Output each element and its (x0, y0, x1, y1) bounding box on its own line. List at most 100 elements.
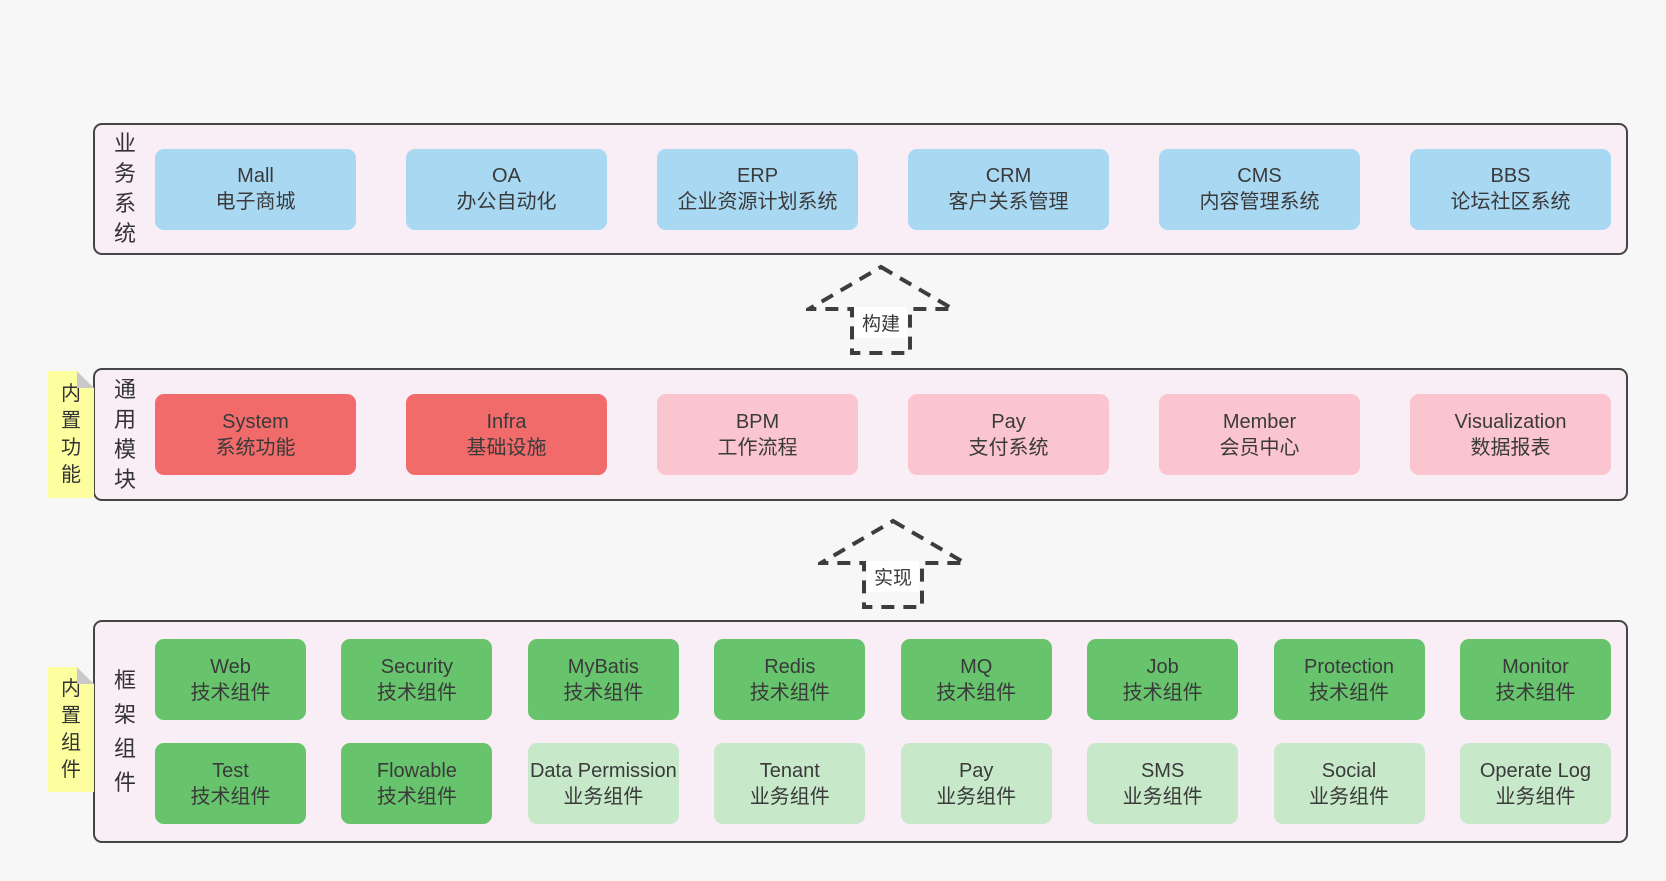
common-modules-label-column: 通用模块 (95, 370, 155, 499)
node-subtitle: 业务组件 (1495, 785, 1576, 808)
node-subtitle: 办公自动化 (456, 191, 557, 213)
node-subtitle: 电子商城 (215, 191, 296, 213)
node-title: Test (212, 759, 249, 782)
framework-components-row-2: Test 技术组件 Flowable 技术组件 Data Permission … (155, 743, 1611, 824)
framework-components-row-1: Web 技术组件 Security 技术组件 MyBatis 技术组件 Redi… (155, 639, 1611, 720)
node-title: Protection (1304, 655, 1395, 678)
diagram-node-mall: Mall 电子商城 (155, 148, 356, 230)
node-subtitle: 业务组件 (1309, 785, 1390, 808)
node-subtitle: 技术组件 (563, 681, 644, 704)
framework-components-label: 框架组件 (113, 667, 136, 795)
diagram-node-mq: MQ 技术组件 (900, 639, 1052, 720)
framework-components-grid: Web 技术组件 Security 技术组件 MyBatis 技术组件 Redi… (155, 622, 1626, 841)
node-subtitle: 业务组件 (1122, 785, 1203, 808)
diagram-node-security: Security 技术组件 (341, 639, 493, 720)
node-title: Job (1146, 655, 1179, 678)
node-title: Infra (486, 410, 527, 433)
node-title: BPM (735, 410, 780, 433)
build-arrow: 构建 (801, 264, 961, 356)
node-title: Redis (764, 655, 816, 678)
node-subtitle: 技术组件 (749, 681, 830, 704)
diagram-node-flowable: Flowable 技术组件 (341, 743, 493, 824)
diagram-node-bbs: BBS 论坛社区系统 (1410, 148, 1611, 230)
diagram-node-operate-log: Operate Log 业务组件 (1459, 743, 1611, 824)
diagram-node-visualization: Visualization 数据报表 (1410, 394, 1611, 475)
node-title: Pay (958, 759, 994, 782)
diagram-node-infra: Infra 基础设施 (406, 394, 607, 475)
diagram-node-data-permission: Data Permission 业务组件 (527, 743, 679, 824)
node-title: Security (380, 655, 454, 678)
node-title: MQ (960, 655, 993, 678)
node-subtitle: 技术组件 (1495, 681, 1576, 704)
diagram-node-erp: ERP 企业资源计划系统 (657, 148, 858, 230)
node-title: CMS (1237, 165, 1282, 187)
build-arrow-label: 构建 (854, 307, 908, 338)
node-title: Social (1321, 759, 1377, 782)
node-subtitle: 论坛社区系统 (1450, 191, 1571, 213)
diagram-node-pay-business: Pay 业务组件 (900, 743, 1052, 824)
common-modules-container: 通用模块 System 系统功能 Infra 基础设施 BPM 工作流程 Pay… (93, 368, 1628, 501)
node-subtitle: 技术组件 (190, 785, 271, 808)
node-subtitle: 工作流程 (717, 436, 798, 459)
node-title: System (222, 410, 289, 433)
diagram-node-tenant: Tenant 业务组件 (714, 743, 866, 824)
node-title: SMS (1140, 759, 1185, 782)
builtin-functions-note: 内置功能 (48, 371, 94, 498)
node-subtitle: 技术组件 (936, 681, 1017, 704)
framework-components-container: 框架组件 Web 技术组件 Security 技术组件 MyBatis 技术组件… (93, 620, 1628, 843)
node-title: Flowable (376, 759, 457, 782)
diagram-node-pay: Pay 支付系统 (908, 394, 1109, 475)
node-title: Monitor (1502, 655, 1569, 678)
diagram-node-sms: SMS 业务组件 (1087, 743, 1239, 824)
node-title: Operate Log (1479, 759, 1592, 782)
node-title: Visualization (1454, 410, 1567, 433)
builtin-functions-note-label: 内置功能 (61, 382, 81, 486)
node-title: Mall (237, 165, 274, 187)
node-subtitle: 技术组件 (376, 785, 457, 808)
up-arrow-icon (801, 264, 961, 355)
builtin-components-note: 内置组件 (48, 667, 94, 792)
implement-arrow: 实现 (813, 518, 973, 610)
node-subtitle: 业务组件 (749, 785, 830, 808)
node-subtitle: 技术组件 (190, 681, 271, 704)
diagram-node-bpm: BPM 工作流程 (657, 394, 858, 475)
diagram-node-redis: Redis 技术组件 (714, 639, 866, 720)
node-title: CRM (985, 165, 1032, 187)
node-title: Tenant (759, 759, 820, 782)
diagram-node-member: Member 会员中心 (1159, 394, 1360, 475)
diagram-node-protection: Protection 技术组件 (1273, 639, 1425, 720)
diagram-node-mybatis: MyBatis 技术组件 (527, 639, 679, 720)
node-title: OA (492, 165, 521, 187)
diagram-node-social: Social 业务组件 (1273, 743, 1425, 824)
node-subtitle: 客户关系管理 (948, 191, 1069, 213)
node-title: MyBatis (567, 655, 639, 678)
node-subtitle: 支付系统 (968, 436, 1049, 459)
node-title: Pay (991, 410, 1026, 433)
business-systems-container: 业务系统 Mall 电子商城 OA 办公自动化 ERP 企业资源计划系统 CRM… (93, 123, 1628, 255)
diagram-node-job: Job 技术组件 (1087, 639, 1239, 720)
up-arrow-icon (813, 518, 973, 609)
node-subtitle: 业务组件 (936, 785, 1017, 808)
note-fold-icon (77, 667, 94, 684)
builtin-components-note-label: 内置组件 (61, 677, 81, 781)
diagram-node-oa: OA 办公自动化 (406, 148, 607, 230)
node-subtitle: 会员中心 (1219, 436, 1300, 459)
node-title: Data Permission (529, 759, 677, 782)
common-modules-row: System 系统功能 Infra 基础设施 BPM 工作流程 Pay 支付系统… (155, 370, 1626, 499)
diagram-node-monitor: Monitor 技术组件 (1459, 639, 1611, 720)
diagram-node-system: System 系统功能 (155, 394, 356, 475)
node-subtitle: 业务组件 (563, 785, 644, 808)
diagram-node-cms: CMS 内容管理系统 (1159, 148, 1360, 230)
node-subtitle: 技术组件 (376, 681, 457, 704)
business-systems-label: 业务系统 (113, 131, 136, 246)
framework-components-label-column: 框架组件 (95, 622, 155, 841)
node-title: BBS (1490, 165, 1531, 187)
node-title: Web (210, 655, 251, 678)
business-systems-row: Mall 电子商城 OA 办公自动化 ERP 企业资源计划系统 CRM 客户关系… (155, 125, 1626, 253)
common-modules-label: 通用模块 (113, 376, 136, 492)
diagram-node-crm: CRM 客户关系管理 (908, 148, 1109, 230)
business-systems-label-column: 业务系统 (95, 125, 155, 253)
node-title: ERP (736, 165, 779, 187)
diagram-node-test: Test 技术组件 (155, 743, 306, 824)
node-subtitle: 基础设施 (466, 436, 547, 459)
